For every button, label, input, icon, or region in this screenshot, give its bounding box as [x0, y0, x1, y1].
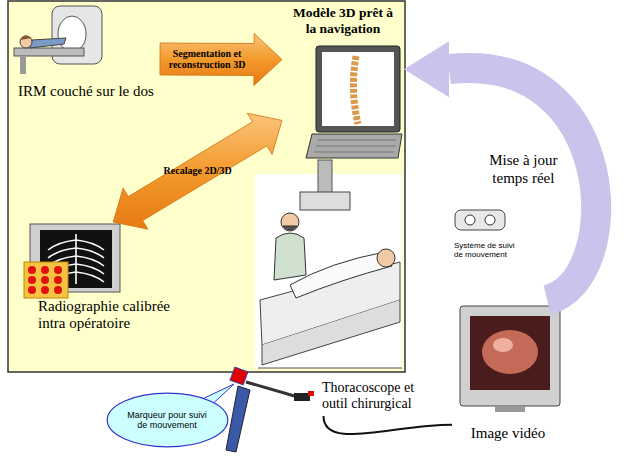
- thoracoscope: [294, 393, 310, 401]
- monitor-stand: [495, 406, 525, 412]
- patient-hair: [20, 35, 32, 40]
- tracking-camera: [455, 210, 505, 230]
- video-monitor: [460, 306, 560, 412]
- bed-leg: [20, 56, 26, 74]
- monitor-node: Image vidéo: [452, 300, 564, 445]
- model-node: Modèle 3D prêt à la navigation: [282, 2, 404, 162]
- scope-node: Thoracoscope et outil chirurgical: [318, 376, 428, 416]
- curved-arrow-head: [404, 41, 449, 97]
- camera-lens: [485, 215, 495, 225]
- laptop-base: [306, 134, 402, 158]
- laptop-screen: [322, 52, 394, 126]
- mri-scanner: [14, 6, 102, 74]
- monitor-screen: [470, 316, 550, 390]
- radiograph-node: Radiographie calibrée intra opératoire: [22, 222, 174, 334]
- scanner-bore: [58, 16, 86, 52]
- orange-block-arrow: [160, 34, 282, 86]
- heading: Modèle 3D prêt à la navigation: [288, 5, 398, 36]
- surgeon-head: [281, 213, 299, 231]
- endoscopic-view: [482, 330, 538, 374]
- floor-line: [258, 368, 402, 369]
- callout-text: Marqueur pour suivi de mouvement: [122, 410, 212, 431]
- video-cable: [324, 416, 453, 434]
- arrow-label: Segmentation et reconstruction 3D: [160, 48, 255, 71]
- caption: Système de suivi de mouvement: [454, 241, 524, 259]
- caption: Radiographie calibrée intra opératoire: [38, 298, 172, 333]
- xray-frame: [30, 224, 120, 292]
- calibration-grid: [24, 262, 68, 298]
- scene-ground: [255, 174, 402, 368]
- laptop-lid: [316, 46, 400, 132]
- tool-shaft: [246, 382, 298, 397]
- caption: Image vidéo: [471, 425, 546, 442]
- tracking-marker: [230, 367, 248, 385]
- caption: Thoracoscope et outil chirurgical: [322, 380, 426, 412]
- block-arrow-shape: [113, 113, 282, 229]
- radiograph: [24, 224, 120, 298]
- orange-double-arrow: [113, 113, 282, 229]
- rib-cage: [48, 234, 104, 284]
- mri-node: IRM couché sur le dos: [10, 4, 160, 104]
- c-arm-column: [318, 160, 332, 194]
- tool-grip: [226, 386, 250, 452]
- scanner-bed: [14, 48, 84, 56]
- block-arrow-shape: [160, 34, 282, 86]
- arrow-label: Recalage 2D/3D: [164, 165, 232, 177]
- callout-ellipse: Marqueur pour suivi de mouvement: [106, 392, 229, 448]
- surgeon-beard: [283, 226, 297, 230]
- laptop: [306, 46, 402, 158]
- patient-body: [30, 38, 66, 48]
- camera-body: [455, 210, 505, 230]
- tracker-node: Système de suivi de mouvement: [446, 205, 532, 261]
- caption: IRM couché sur le dos: [18, 83, 154, 100]
- surgeon-body: [274, 233, 306, 280]
- endoscopic-highlight: [493, 338, 513, 352]
- monitor-case: [460, 306, 560, 406]
- operating-room: [255, 160, 402, 368]
- update-loop-arrow: [404, 41, 596, 300]
- scope-marker: [308, 391, 314, 396]
- patient-head: [20, 36, 32, 48]
- arrow-label: Mise à jour temps réel: [476, 152, 571, 187]
- camera-lens: [465, 215, 475, 225]
- curved-arrow-body: [449, 68, 596, 300]
- xray-head: [300, 192, 350, 210]
- patient-head: [377, 249, 395, 267]
- table-side: [262, 300, 400, 365]
- cable-line: [324, 416, 453, 434]
- spine-model: [353, 56, 358, 124]
- ellipse-shape: [107, 393, 228, 447]
- calibration-dots: [28, 266, 62, 294]
- yellow-panel: [8, 1, 405, 372]
- keyboard-rows: [314, 140, 396, 152]
